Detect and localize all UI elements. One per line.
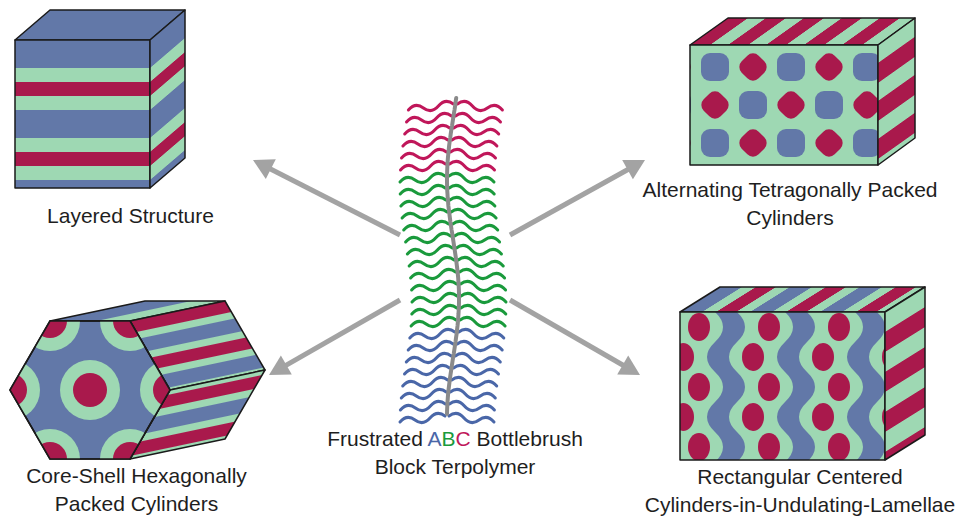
side-chain [401,197,446,206]
side-chain [460,269,505,278]
side-chain [458,257,503,266]
cube-front [15,40,150,188]
caption: Alternating Tetragonally Packed Cylinder… [640,176,940,232]
side-chain [455,233,500,242]
figure-panel: Alternating Tetragonally Packed Cylinder… [645,14,935,234]
cube-front [680,312,885,460]
arrow-line [510,169,629,235]
side-chain [450,197,495,206]
side-chain [410,329,455,338]
side-chain [455,353,500,362]
side-chain [457,101,502,110]
side-chain [400,413,445,422]
side-chain [451,149,496,158]
side-chain [407,245,452,254]
side-chain [461,293,506,302]
side-chain [459,329,504,338]
arrow-line [510,300,624,366]
backbone [447,98,459,414]
cube-side [885,287,925,460]
side-chain [400,401,445,410]
side-chain [402,149,447,158]
arrow [269,300,400,375]
bottlebrush-polymer [400,98,506,423]
side-chain [403,377,448,386]
side-chain [449,413,494,422]
side-chain [456,245,501,254]
arrow-line [285,300,400,366]
side-chain [449,401,494,410]
side-chain [453,221,498,230]
side-chain [400,173,445,182]
cube-front [690,45,878,165]
side-chain [454,365,499,374]
caption: Rectangular Centered Cylinders-in-Undula… [630,463,970,519]
cube-side [150,10,185,188]
cube-top [690,18,915,45]
caption: Layered Structure [8,202,253,230]
side-chain [412,281,457,290]
side-chain [408,341,453,350]
caption: Frustrated ABC Bottlebrush Block Terpoly… [305,425,605,481]
side-chain [451,209,496,218]
side-chain [408,101,453,110]
arrow [510,300,640,375]
arrow-line [269,168,400,235]
side-chain [401,389,446,398]
side-chain [412,293,457,302]
figure-panel: Layered Structure [8,6,253,232]
figure-panel: Frustrated ABC Bottlebrush Block Terpoly… [400,92,510,483]
side-chain [412,305,457,314]
side-chain [400,185,445,194]
arrow [253,159,400,235]
arrow-head [253,159,276,179]
side-chain [403,137,448,146]
arrow-head [617,356,640,376]
arrow [510,160,645,235]
side-chain [405,365,450,374]
side-chain [452,137,497,146]
side-chain [457,341,502,350]
arrow-head [269,356,292,376]
side-chain [404,221,449,230]
side-chain [401,161,446,170]
side-chain [461,305,506,314]
side-chain [407,113,452,122]
side-chain [411,317,456,326]
figure-panel: Core-Shell Hexagonally Packed Cylinders [4,290,269,520]
side-chain [406,353,451,362]
side-chain [450,161,495,170]
side-chain [452,377,497,386]
side-chain [456,113,501,122]
cube-side [878,18,915,165]
side-chain [402,209,447,218]
side-chain [461,281,506,290]
figure-panel: Rectangular Centered Cylinders-in-Undula… [640,285,960,521]
side-chain [460,317,505,326]
side-chain [406,233,451,242]
side-chain [409,257,454,266]
side-chain [411,269,456,278]
prism-outline [10,321,170,459]
side-chain [454,125,499,134]
arrow-head [622,160,645,179]
side-chain [450,389,495,398]
side-chain [449,173,494,182]
core-shell-cylinders [0,291,200,489]
cube-top [680,287,925,312]
caption: Core-Shell Hexagonally Packed Cylinders [4,462,269,518]
side-chain [449,185,494,194]
side-chain [405,125,450,134]
